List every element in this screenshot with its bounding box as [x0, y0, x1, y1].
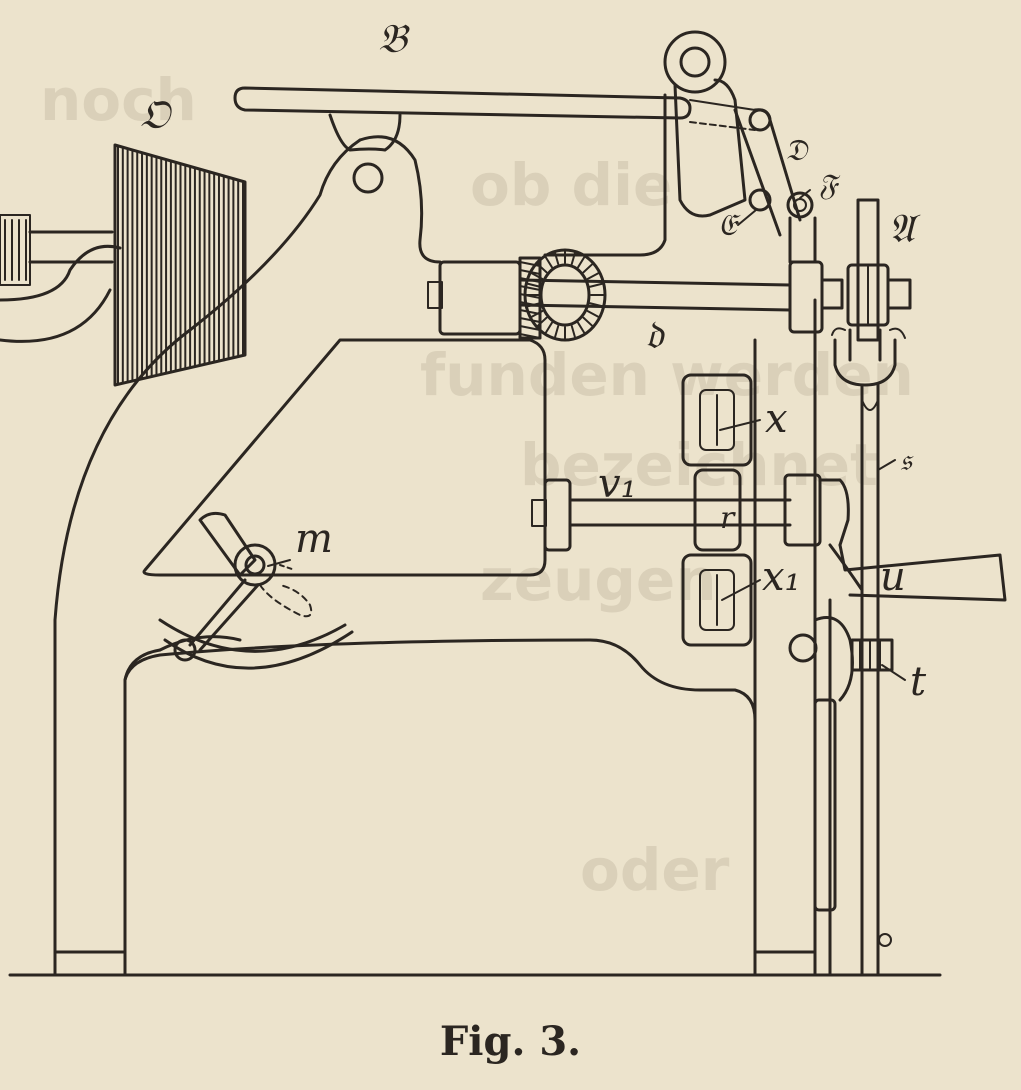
left-machine-fragment — [0, 214, 122, 343]
label-s: 𝔰 — [900, 443, 914, 478]
label-x1: x₁ — [762, 554, 801, 600]
label-u: u — [880, 554, 906, 600]
bleed-line-3: funden werden — [420, 341, 914, 409]
bleed-line-6: oder — [580, 836, 730, 904]
label-B: 𝔅 — [378, 16, 410, 62]
label-O: 𝔒 — [140, 92, 173, 138]
lever-u — [828, 543, 1007, 602]
bolt-t — [788, 616, 894, 947]
bleed-line-1: noch — [40, 66, 197, 134]
label-v1: v₁ — [598, 461, 637, 507]
shaft-d — [427, 248, 912, 342]
label-d: 𝔡 — [645, 312, 665, 358]
cam-x — [681, 373, 753, 467]
link-A — [831, 198, 906, 977]
label-x: x — [765, 396, 788, 442]
label-t: t — [910, 659, 927, 705]
handle-m — [158, 511, 354, 670]
label-r: r — [720, 501, 736, 536]
figure-caption: Fig. 3. — [439, 1018, 582, 1065]
bleed-line-5: zeugen — [480, 546, 717, 614]
label-E: 𝔈 — [718, 208, 741, 243]
label-F: 𝔉 — [818, 168, 841, 203]
callout-labels: 𝔅 𝔒 𝔇 𝔈 𝔉 𝔄 𝔡 x v₁ r x₁ m 𝔰 u t — [140, 16, 927, 705]
shaft-v1 — [531, 473, 850, 552]
cam-r — [693, 468, 742, 552]
cam-x1 — [681, 553, 753, 647]
label-A: 𝔄 — [888, 206, 921, 252]
bevel-gear-2 — [523, 248, 607, 342]
label-D: 𝔇 — [785, 133, 809, 168]
label-m: m — [295, 516, 333, 562]
cone-pulley — [113, 143, 247, 387]
bleed-through-text: noch ob die funden werden bezeichnet zeu… — [40, 66, 914, 904]
lever-B — [233, 86, 692, 194]
bleed-line-2: ob die — [470, 151, 672, 219]
